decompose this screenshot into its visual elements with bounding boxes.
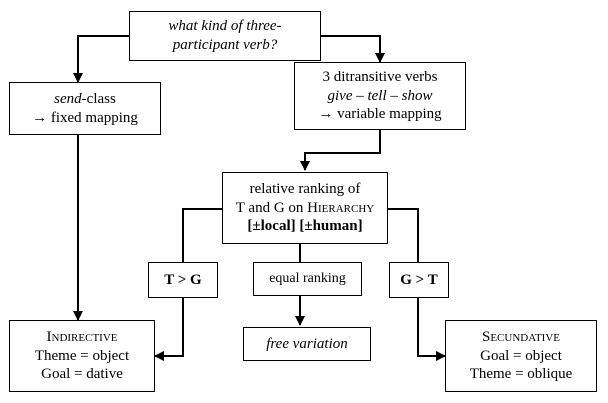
ranking-features: [±local] [±human] <box>247 218 363 235</box>
ditransitive-node: 3 ditransitive verbs give – tell – show … <box>294 62 466 130</box>
g-greater-t-label: G > T <box>400 271 438 288</box>
edge-tg-indirective <box>154 298 184 361</box>
t-greater-g-node: T > G <box>148 262 218 298</box>
edge-gt-secundative <box>417 298 446 361</box>
secundative-line3: Theme = oblique <box>469 366 573 383</box>
send-class-line1: send-class <box>54 90 116 109</box>
free-variation-label: free variation <box>266 335 348 352</box>
ranking-node: relative ranking of T and G on Hierarchy… <box>222 172 388 244</box>
indirective-title: Indirective <box>46 328 118 345</box>
send-class-send: send <box>54 90 82 107</box>
equal-ranking-node: equal ranking <box>253 262 362 296</box>
edge-ranking-tg <box>182 208 222 262</box>
indirective-line3: Goal = dative <box>41 366 123 383</box>
equal-ranking-label: equal ranking <box>269 271 346 287</box>
g-greater-t-node: G > T <box>389 262 449 298</box>
ranking-line1: relative ranking of <box>249 180 361 197</box>
ditransitive-line2: give – tell – show <box>327 87 433 104</box>
ranking-hierarchy: Hierarchy <box>307 199 375 216</box>
ranking-line2: T and G on Hierarchy <box>236 199 374 218</box>
indirective-line2: Theme = object <box>34 347 130 364</box>
secundative-node: Secundative Goal = object Theme = obliqu… <box>445 320 597 392</box>
edge-ranking-gt <box>388 208 419 262</box>
ditransitive-line3: → variable mapping <box>318 106 442 123</box>
question-line1: what kind of three- <box>168 18 282 35</box>
question-line2: participant verb? <box>172 37 278 53</box>
t-greater-g-label: T > G <box>164 271 202 288</box>
send-class-suffix: -class <box>81 90 116 107</box>
edge-question-ditransitive <box>321 35 385 63</box>
ditransitive-line1: 3 ditransitive verbs <box>322 68 438 85</box>
send-class-node: send-class → fixed mapping <box>9 82 161 135</box>
indirective-node: Indirective Theme = object Goal = dative <box>9 320 155 392</box>
edge-ditransitive-ranking <box>300 130 381 171</box>
free-variation-node: free variation <box>243 327 371 361</box>
send-class-line2: → fixed mapping <box>32 109 138 126</box>
edge-question-send <box>73 35 129 83</box>
secundative-line2: Goal = object <box>480 347 562 364</box>
question-node: what kind of three- participant verb? <box>129 11 321 61</box>
secundative-title: Secundative <box>482 328 560 345</box>
ranking-line2-prefix: T and G on <box>235 199 308 216</box>
